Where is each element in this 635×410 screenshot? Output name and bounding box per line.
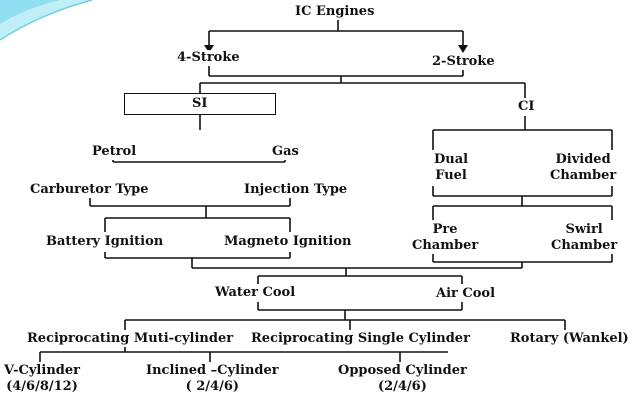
pre-line-1: Pre xyxy=(432,222,458,237)
node-water-cool: Water Cool xyxy=(213,285,298,301)
si-box xyxy=(124,93,276,115)
node-2-stroke: 2-Stroke xyxy=(430,54,497,70)
node-gas: Gas xyxy=(270,144,301,160)
node-air-cool: Air Cool xyxy=(434,286,498,302)
node-ci: CI xyxy=(516,99,537,115)
node-4-stroke: 4-Stroke xyxy=(175,50,242,66)
swirl-line-2: Chamber xyxy=(551,238,618,253)
node-inclined-cylinder: Inclined –Cylinder ( 2/4/6) xyxy=(144,363,281,395)
node-recip-multi: Reciprocating Muti-cylinder xyxy=(25,331,236,347)
inclined-line-2: ( 2/4/6) xyxy=(185,379,240,394)
v-cyl-line-1: V-Cylinder xyxy=(4,363,80,378)
v-cyl-line-2: (4/6/8/12) xyxy=(6,379,78,394)
node-magneto-ignition: Magneto Ignition xyxy=(222,234,354,250)
node-injection: Injection Type xyxy=(242,182,350,198)
node-pre-chamber: Pre Chamber xyxy=(410,222,481,254)
node-rotary: Rotary (Wankel) xyxy=(508,331,631,347)
node-ic-engines: IC Engines xyxy=(293,4,377,20)
node-carburetor: Carburetor Type xyxy=(28,182,151,198)
opposed-line-1: Opposed Cylinder xyxy=(338,363,467,378)
node-petrol: Petrol xyxy=(90,144,139,160)
inclined-line-1: Inclined –Cylinder xyxy=(146,363,279,378)
node-swirl-chamber: Swirl Chamber xyxy=(549,222,620,254)
node-dual-fuel: Dual Fuel xyxy=(432,152,471,184)
node-divided-chamber: Divided Chamber xyxy=(548,152,619,184)
dual-fuel-line-1: Dual xyxy=(434,152,469,167)
node-si: SI xyxy=(192,96,208,111)
divided-line-1: Divided xyxy=(555,152,611,167)
node-v-cylinder: V-Cylinder (4/6/8/12) xyxy=(2,363,82,395)
dual-fuel-line-2: Fuel xyxy=(435,168,467,183)
divided-line-2: Chamber xyxy=(550,168,617,183)
node-battery-ignition: Battery Ignition xyxy=(44,234,166,250)
node-opposed-cylinder: Opposed Cylinder (2/4/6) xyxy=(336,363,469,395)
node-recip-single: Reciprocating Single Cylinder xyxy=(249,331,472,347)
opposed-line-2: (2/4/6) xyxy=(377,379,427,394)
swirl-line-1: Swirl xyxy=(565,222,603,237)
pre-line-2: Chamber xyxy=(412,238,479,253)
